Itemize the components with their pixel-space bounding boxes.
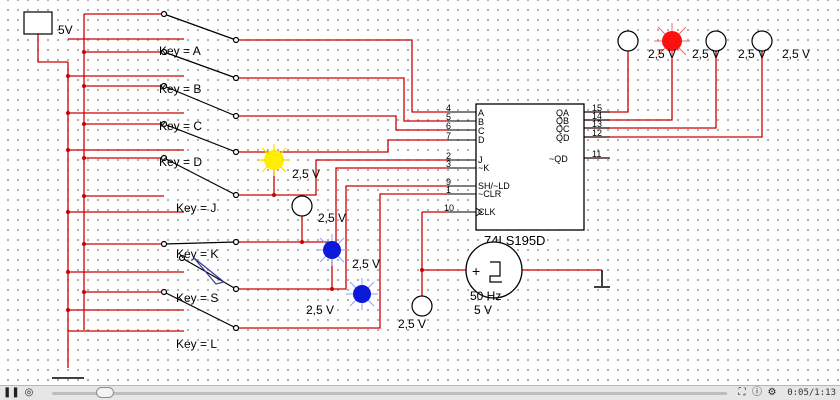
mouse-cursor-icon	[193, 257, 226, 285]
pin-13: 13	[592, 119, 602, 129]
pin-6: 6	[446, 121, 451, 131]
chip-label-qd: QD	[556, 133, 570, 143]
output-label-qd: 2,5 V	[782, 47, 810, 61]
square-wave-icon	[489, 261, 502, 283]
pin-12: 12	[592, 128, 602, 138]
chip-label-clk: CLK	[478, 207, 496, 217]
pin-10: 10	[444, 203, 454, 213]
output-label-qb: 2,5 V	[692, 47, 720, 61]
probe-clock[interactable]	[411, 295, 433, 317]
output-probe-qa[interactable]	[617, 30, 639, 52]
chip-label-qc: QC	[556, 124, 570, 134]
pin-11: 11	[592, 149, 601, 159]
chip-label-k: ~K	[478, 163, 489, 173]
chip-74ls195[interactable]	[475, 103, 585, 231]
probe-j-label: 2,5 V	[292, 167, 320, 181]
chip-label-clr: ~CLR	[478, 189, 502, 199]
probe-s-label: 2,5 V	[352, 257, 380, 271]
pin-15: 15	[592, 103, 602, 113]
clock-amplitude: 5 V	[474, 303, 492, 317]
probe-blue-1[interactable]	[316, 234, 348, 266]
clock-source-icon[interactable]	[465, 241, 523, 299]
supply-label: 5V	[58, 23, 73, 37]
key-label-d[interactable]: Key = D	[159, 155, 202, 169]
pin-1: 1	[446, 185, 451, 195]
probe-blue-2[interactable]	[346, 278, 378, 310]
pin-2: 2	[446, 151, 451, 161]
pin-7: 7	[446, 131, 451, 141]
chip-label-qa: QA	[556, 108, 569, 118]
output-label-qc: 2,5 V	[738, 47, 766, 61]
chip-label-shld: SH/~LD	[478, 181, 510, 191]
output-probe-qc[interactable]	[705, 30, 727, 52]
pin-9: 9	[446, 177, 451, 187]
key-label-b[interactable]: Key = B	[159, 82, 201, 96]
key-label-s[interactable]: Key = S	[176, 291, 218, 305]
probe-clock-label: 2,5 V	[398, 317, 426, 331]
output-label-qa: 2,5 V	[648, 47, 676, 61]
volume-icon[interactable]: ◎	[24, 387, 34, 398]
chip-label-d: D	[478, 135, 485, 145]
pause-icon[interactable]: ❚❚	[3, 387, 20, 398]
circuit-canvas[interactable]: 5V Key = A Key = B Key = C Key = D Key =…	[0, 0, 840, 385]
time-readout: 0:05/1:13	[787, 388, 836, 398]
chip-label-c: C	[478, 126, 485, 136]
seek-bar[interactable]	[52, 392, 727, 395]
pin-5: 5	[446, 112, 451, 122]
key-label-a[interactable]: Key = A	[159, 44, 201, 58]
pin-3: 3	[446, 159, 451, 169]
output-probe-qb[interactable]	[654, 23, 690, 59]
probe-yellow[interactable]	[258, 144, 290, 176]
probe-k-label: 2,5 V	[318, 211, 346, 225]
chip-label-j: J	[478, 155, 483, 165]
video-player-bar: ❚❚ ◎ ⛶ ⓘ ⚙ 0:05/1:13	[0, 385, 840, 400]
schematic: 5V Key = A Key = B Key = C Key = D Key =…	[23, 10, 810, 379]
fullscreen-icon[interactable]: ⛶	[738, 387, 746, 398]
clock-edge-icon	[475, 207, 483, 217]
pin-14: 14	[592, 111, 602, 121]
probe-off[interactable]	[291, 195, 313, 217]
key-label-l[interactable]: Key = L	[176, 337, 217, 351]
output-probe-qd[interactable]	[751, 30, 773, 52]
supply-source-icon	[23, 11, 53, 35]
chip-label-qb: QB	[556, 116, 569, 126]
settings-icon[interactable]: ⚙	[767, 387, 777, 398]
probe-l-label: 2,5 V	[306, 303, 334, 317]
clock-symbol: +	[472, 263, 480, 279]
key-label-k[interactable]: Key = K	[176, 247, 218, 261]
key-label-j[interactable]: Key = J	[176, 201, 216, 215]
pin-4: 4	[446, 103, 451, 113]
clock-frequency: 50 Hz	[470, 289, 501, 303]
seek-thumb[interactable]	[95, 387, 114, 398]
chip-label-nqd: ~QD	[549, 154, 568, 164]
key-label-c[interactable]: Key = C	[159, 119, 202, 133]
info-icon[interactable]: ⓘ	[752, 387, 762, 398]
chip-label-a: A	[478, 108, 484, 118]
chip-label-b: B	[478, 117, 484, 127]
